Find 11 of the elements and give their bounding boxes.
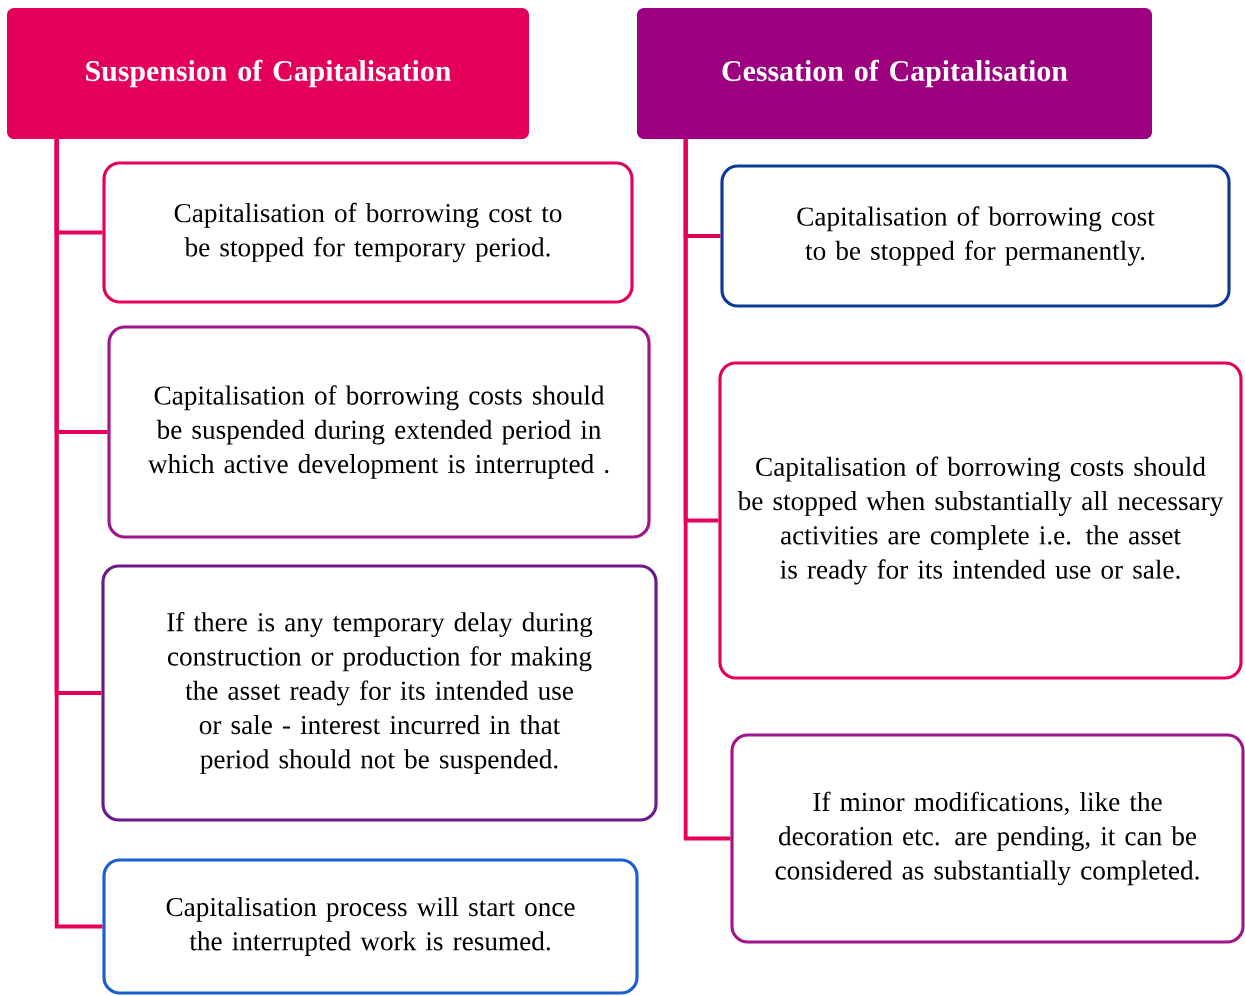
text-box: Capitalisation of borrowing costs should be suspended during extended period in which active development is interrupted . [107,325,651,539]
connector-line [54,139,103,929]
text-box: Capitalisation of borrowing costs should be stopped when substantially all necessary activities are complete i.e. the asset is ready for its intended use or sale. [718,361,1243,680]
connector-line [683,139,731,841]
text-box: Capitalisation of borrowing cost to be stopped for permanently. [720,164,1231,308]
header-box: Suspension of Capitalisation [7,8,529,139]
text-box: Capitalisation process will start once the interrupted work is resumed. [102,858,639,995]
header-box: Cessation of Capitalisation [637,8,1152,139]
text-box: Capitalisation of borrowing cost to be stopped for temporary period. [102,161,634,304]
text-box: If there is any temporary delay during construction or production for making the asset ready for its intended use or sale - interest incurred in that period should not be suspended. [101,564,658,822]
text-box: If minor modifications, like the decoration etc. are pending, it can be considered as substantially completed. [730,733,1245,944]
